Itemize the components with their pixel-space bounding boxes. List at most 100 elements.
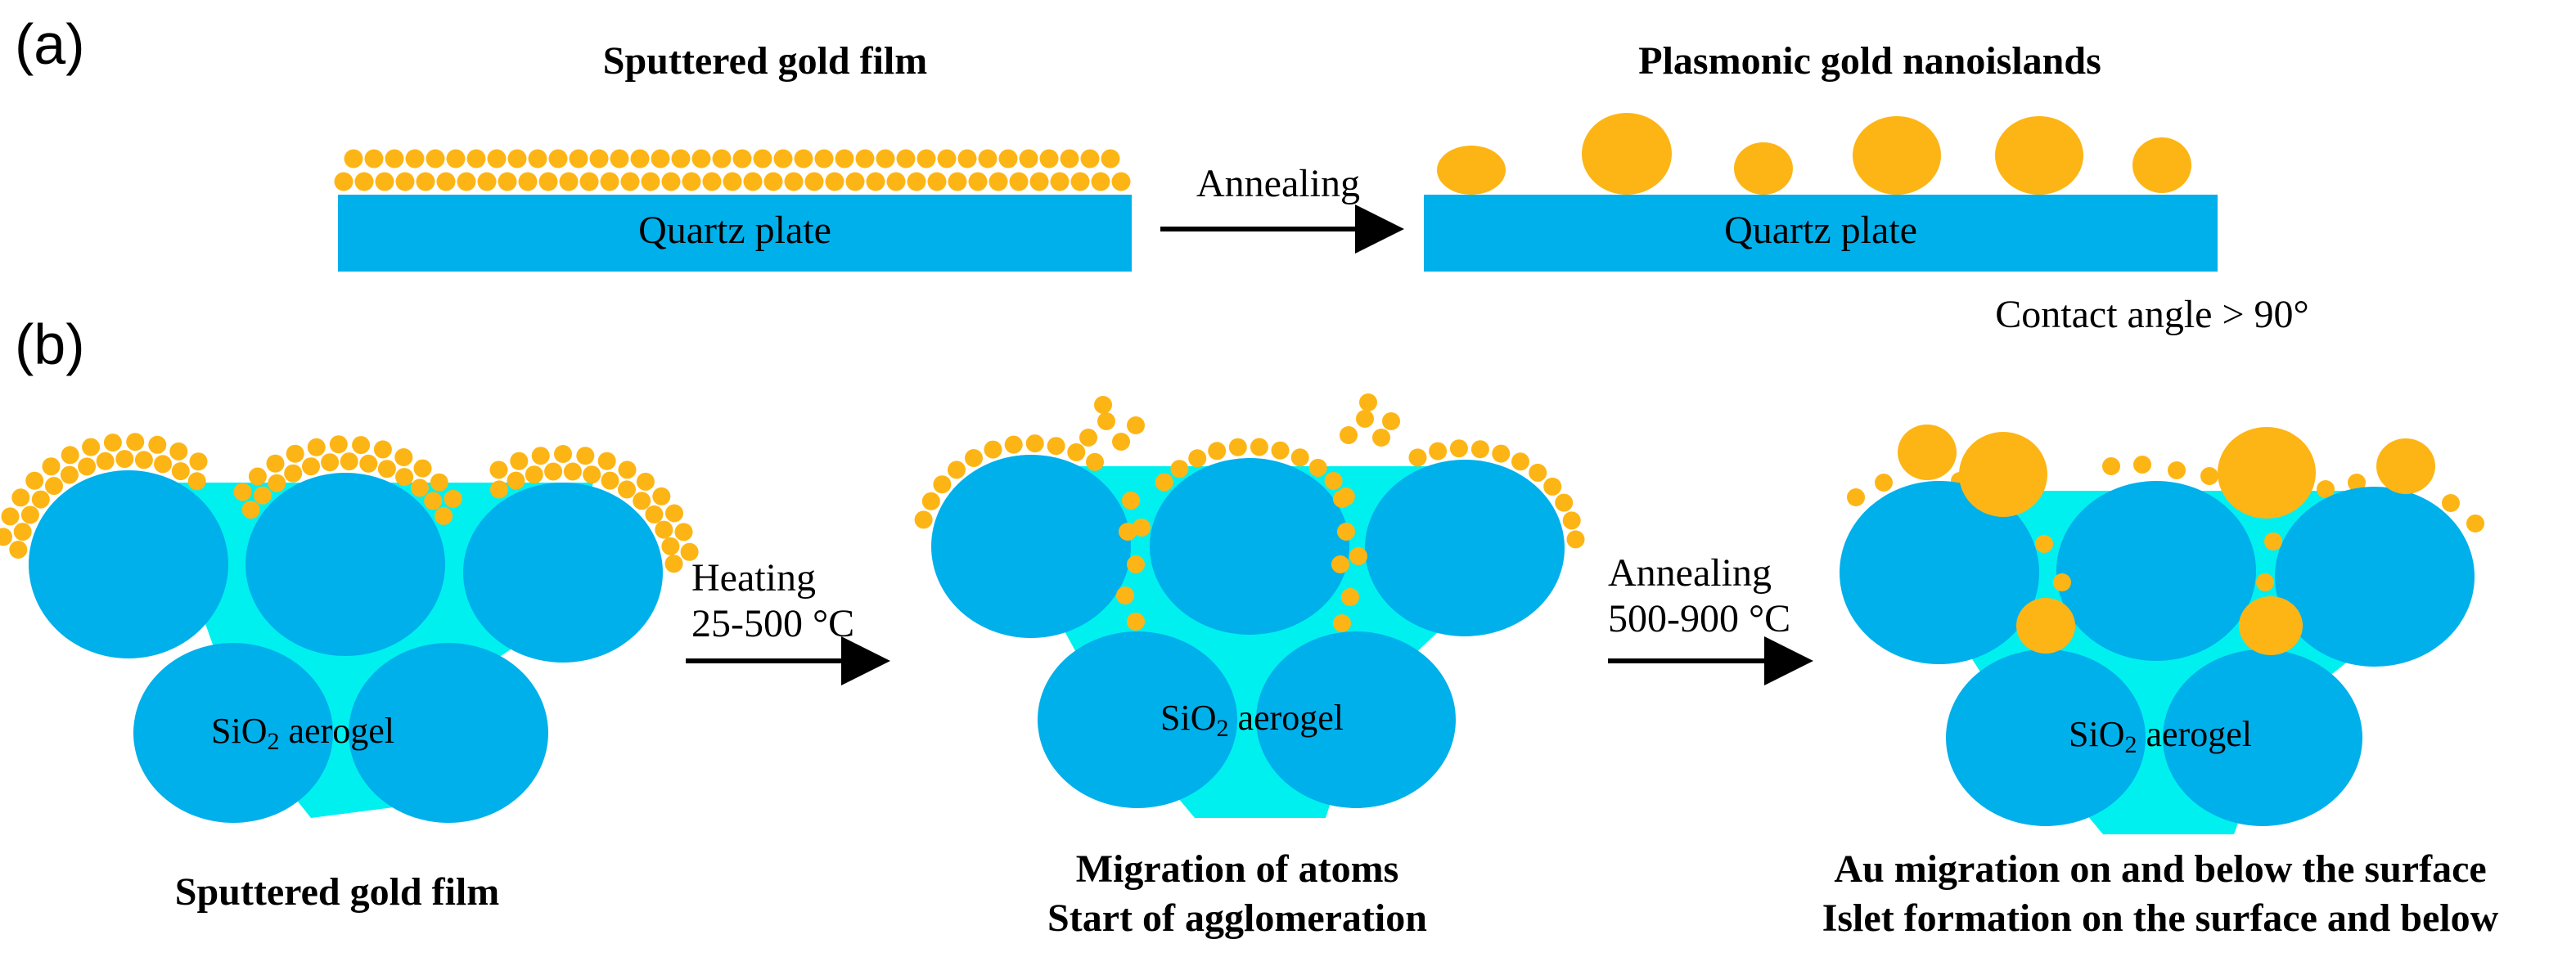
- silica-particle: [349, 643, 548, 823]
- gold-atom: [1097, 412, 1115, 430]
- gold-coating-3: [1847, 456, 2484, 532]
- gold-atom: [691, 149, 711, 168]
- gold-atom: [446, 149, 466, 168]
- gold-atom: [1290, 448, 1309, 467]
- gold-atom: [11, 488, 30, 507]
- gold-atom: [589, 149, 609, 168]
- step2-caption-line1: Migration of atoms: [1076, 847, 1399, 891]
- gold-islet: [1898, 425, 1957, 480]
- gold-atom: [373, 440, 392, 459]
- panel-a-right-title: Plasmonic gold nanoislands: [1638, 39, 2101, 83]
- silica-particle: [29, 470, 228, 658]
- contact-angle-label: Contact angle > 90°: [1995, 293, 2309, 336]
- annealing-arrow-label-a: Annealing: [1196, 162, 1360, 205]
- gold-atom: [82, 438, 101, 456]
- gold-atom: [825, 172, 844, 191]
- gold-atom: [682, 172, 701, 191]
- gold-atom: [241, 501, 260, 519]
- gold-atom: [680, 542, 699, 561]
- aerogel-cluster-3: SiO2 aerogel: [1840, 425, 2484, 834]
- gold-atom: [60, 465, 79, 484]
- gold-atom: [457, 172, 476, 191]
- gold-atom: [1337, 523, 1355, 541]
- gold-atom: [2102, 457, 2120, 475]
- gold-atom: [601, 471, 619, 490]
- gold-atom: [528, 149, 547, 168]
- gold-atom: [916, 149, 936, 168]
- gold-atom: [732, 149, 752, 168]
- gold-atom: [477, 172, 497, 191]
- gold-atom: [2200, 467, 2218, 485]
- gold-coating-1: [0, 433, 699, 573]
- gold-atom: [876, 149, 895, 168]
- gold-atom: [1359, 393, 1377, 411]
- gold-atom: [651, 149, 670, 168]
- gold-atom: [1050, 172, 1070, 191]
- gold-nanoisland: [2132, 137, 2191, 193]
- gold-atom: [435, 506, 453, 525]
- gold-nanoisland: [1437, 146, 1506, 195]
- gold-islet: [2218, 427, 2316, 519]
- gold-atom: [413, 459, 432, 478]
- aerogel-label-2: SiO2 aerogel: [1160, 698, 1344, 742]
- gold-atom: [25, 471, 44, 490]
- step3-caption-line1: Au migration on and below the surface: [1834, 847, 2486, 891]
- gold-atom: [171, 462, 190, 481]
- gold-atom: [78, 457, 97, 476]
- gold-atom: [1112, 433, 1130, 451]
- gold-atom: [2442, 494, 2460, 512]
- gold-atom: [1025, 434, 1044, 453]
- gold-atom: [364, 149, 384, 168]
- gold-atom: [405, 149, 425, 168]
- gold-atom: [61, 446, 79, 465]
- gold-atom: [329, 435, 348, 454]
- gold-atom: [352, 436, 371, 455]
- gold-atom: [794, 149, 813, 168]
- gold-atom: [896, 149, 916, 168]
- gold-atom: [921, 492, 940, 510]
- gold-atom: [948, 172, 967, 191]
- gold-atom: [395, 172, 415, 191]
- gold-atom: [154, 455, 172, 474]
- gold-atom: [2133, 456, 2151, 474]
- gold-atom: [1847, 488, 1865, 506]
- gold-atom: [518, 172, 538, 191]
- gold-atom: [661, 172, 681, 191]
- aerogel-cluster-2: SiO2 aerogel: [914, 393, 1585, 818]
- gold-atom: [927, 172, 947, 191]
- gold-atom: [507, 149, 527, 168]
- gold-atom: [394, 448, 413, 466]
- gold-islets-3: [1898, 425, 2435, 655]
- gold-atom: [334, 172, 354, 191]
- gold-atom: [674, 523, 693, 541]
- gold-atom: [115, 450, 134, 469]
- gold-atom: [618, 461, 637, 479]
- gold-atom: [1331, 555, 1349, 573]
- gold-atom: [233, 483, 252, 501]
- gold-atom: [554, 445, 572, 463]
- silica-particle: [133, 643, 333, 823]
- step3-caption-line2: Islet formation on the surface and below: [1822, 896, 2499, 940]
- gold-atom: [1133, 519, 1151, 537]
- gold-atom: [610, 149, 629, 168]
- step2-caption-line2: Start of agglomeration: [1047, 896, 1427, 940]
- gold-atom: [531, 447, 550, 465]
- silica-particle: [1365, 460, 1565, 636]
- gold-atom: [169, 442, 188, 461]
- aerogel-label-3: SiO2 aerogel: [2069, 714, 2252, 758]
- silica-particle: [1256, 631, 1456, 808]
- gold-atom: [525, 465, 543, 484]
- silica-particle: [931, 455, 1131, 638]
- silica-particle: [2056, 481, 2256, 661]
- gold-atom: [2348, 474, 2366, 492]
- gold-atom: [763, 172, 783, 191]
- gold-atom: [1019, 149, 1038, 168]
- gold-atom: [424, 492, 443, 510]
- gold-atom: [340, 452, 358, 471]
- gold-atom: [2035, 535, 2053, 553]
- gold-atom: [1119, 523, 1137, 541]
- gold-atom: [1555, 493, 1574, 512]
- gold-atom: [1155, 473, 1173, 492]
- silica-particle: [2163, 649, 2362, 826]
